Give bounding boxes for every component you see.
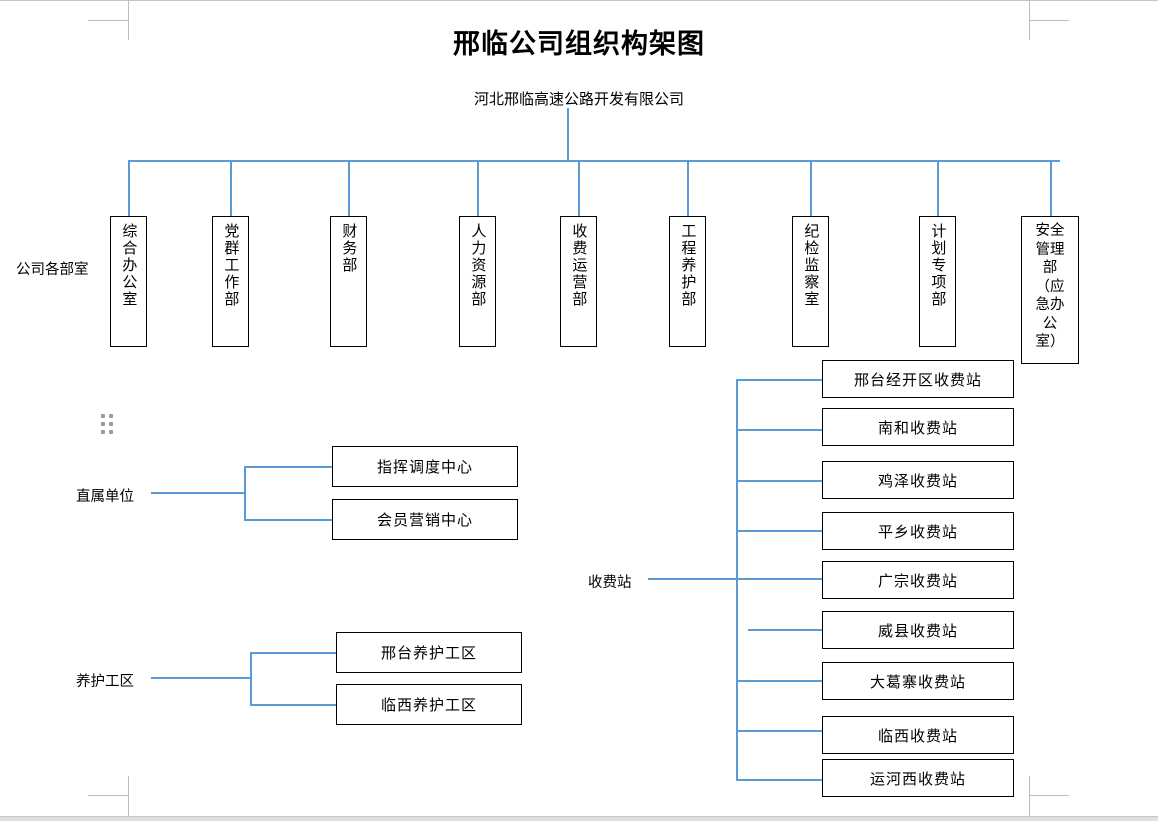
connector-dept-1	[230, 160, 232, 216]
maintenance-row-label: 养护工区	[76, 674, 134, 690]
department-label-1: 党群工作部	[222, 223, 241, 308]
toll-station-box-6[interactable]: 大葛寨收费站	[822, 662, 1014, 700]
page-top-edge	[0, 0, 1158, 1]
page-bottom-edge	[0, 816, 1158, 821]
department-label-0: 综合办公室	[120, 223, 139, 308]
toll-station-box-3[interactable]: 平乡收费站	[822, 512, 1014, 550]
connector-dept-0	[128, 160, 130, 216]
direct-unit-box-0[interactable]: 指挥调度中心	[332, 446, 518, 487]
connector-direct-units-0	[244, 466, 333, 468]
toll-station-box-1[interactable]: 南和收费站	[822, 408, 1014, 446]
toll-station-label-2: 鸡泽收费站	[877, 471, 958, 490]
connector-dept-3	[477, 160, 479, 216]
toll-station-box-4[interactable]: 广宗收费站	[822, 561, 1014, 599]
department-label-6: 纪检监察室	[802, 223, 821, 308]
toll-station-box-0[interactable]: 邢台经开区收费站	[822, 360, 1014, 398]
connector-dept-4	[578, 160, 580, 216]
toll-station-box-8[interactable]: 运河西收费站	[822, 759, 1014, 797]
maintenance-zone-label-0: 邢台养护工区	[380, 644, 477, 662]
department-box-4[interactable]: 收费运营部	[560, 216, 597, 347]
root-node-label: 河北邢临高速公路开发有限公司	[473, 90, 684, 108]
connector-toll-7	[736, 730, 824, 732]
connector-direct-units-stem	[151, 492, 245, 494]
drag-handle[interactable]	[101, 414, 115, 436]
connector-maintenance-spine	[250, 652, 252, 704]
connector-toll-2	[736, 480, 824, 482]
department-box-1[interactable]: 党群工作部	[212, 216, 249, 347]
connector-department-bus	[128, 160, 1060, 162]
department-box-3[interactable]: 人力资源部	[459, 216, 496, 347]
department-label-3: 人力资源部	[469, 223, 488, 308]
direct-unit-label-1: 会员营销中心	[376, 511, 473, 529]
department-box-6[interactable]: 纪检监察室	[792, 216, 829, 347]
connector-dept-6	[810, 160, 812, 216]
department-label-5: 工程养护部	[679, 223, 698, 308]
toll-station-label-5: 威县收费站	[877, 621, 958, 640]
connector-maintenance-1	[250, 704, 338, 706]
direct-unit-box-1[interactable]: 会员营销中心	[332, 499, 518, 540]
connector-toll-0	[736, 379, 824, 381]
connector-toll-6	[736, 680, 824, 682]
maintenance-zone-label-1: 临西养护工区	[380, 696, 477, 714]
connector-toll-5	[748, 629, 824, 631]
connector-dept-5	[687, 160, 689, 216]
department-label-4: 收费运营部	[570, 223, 589, 308]
direct-unit-label-0: 指挥调度中心	[376, 458, 473, 476]
connector-maintenance-0	[250, 652, 338, 654]
connector-toll-stem	[648, 578, 738, 580]
department-label-2: 财务部	[340, 223, 359, 274]
toll-station-label-0: 邢台经开区收费站	[853, 370, 982, 389]
connector-direct-units-1	[244, 519, 333, 521]
connector-dept-7	[937, 160, 939, 216]
maintenance-zone-box-1[interactable]: 临西养护工区	[336, 684, 522, 725]
toll-station-box-2[interactable]: 鸡泽收费站	[822, 461, 1014, 499]
toll-station-label-7: 临西收费站	[877, 726, 958, 745]
department-box-2[interactable]: 财务部	[330, 216, 367, 347]
maintenance-zone-box-0[interactable]: 邢台养护工区	[336, 632, 522, 673]
direct-units-row-label: 直属单位	[76, 489, 134, 505]
connector-direct-units-spine	[244, 466, 246, 519]
toll-station-label-6: 大葛寨收费站	[869, 672, 966, 691]
toll-station-label-4: 广宗收费站	[877, 571, 958, 590]
department-box-0[interactable]: 综合办公室	[110, 216, 147, 347]
connector-toll-3	[736, 530, 824, 532]
connector-toll-1	[736, 429, 824, 431]
department-box-7[interactable]: 计划专项部	[919, 216, 956, 347]
toll-stations-row-label: 收费站	[588, 575, 632, 591]
toll-station-box-7[interactable]: 临西收费站	[822, 716, 1014, 754]
connector-dept-8	[1050, 160, 1052, 216]
department-box-5[interactable]: 工程养护部	[669, 216, 706, 347]
toll-station-label-1: 南和收费站	[877, 418, 958, 437]
department-box-8[interactable]: 安全管理部（应急办公室）	[1021, 216, 1079, 364]
connector-toll-8	[736, 779, 824, 781]
connector-maintenance-stem	[151, 677, 251, 679]
department-label-8: 安全管理部（应急办公室）	[1035, 223, 1065, 351]
departments-row-label: 公司各部室	[16, 262, 89, 278]
page-title: 邢临公司组织构架图	[453, 29, 705, 60]
toll-station-label-8: 运河西收费站	[869, 769, 966, 788]
toll-station-label-3: 平乡收费站	[877, 522, 958, 541]
connector-toll-4	[736, 578, 824, 580]
toll-station-box-5[interactable]: 威县收费站	[822, 611, 1014, 649]
department-label-7: 计划专项部	[929, 223, 948, 308]
connector-dept-2	[348, 160, 350, 216]
connector-root-drop	[567, 108, 569, 160]
